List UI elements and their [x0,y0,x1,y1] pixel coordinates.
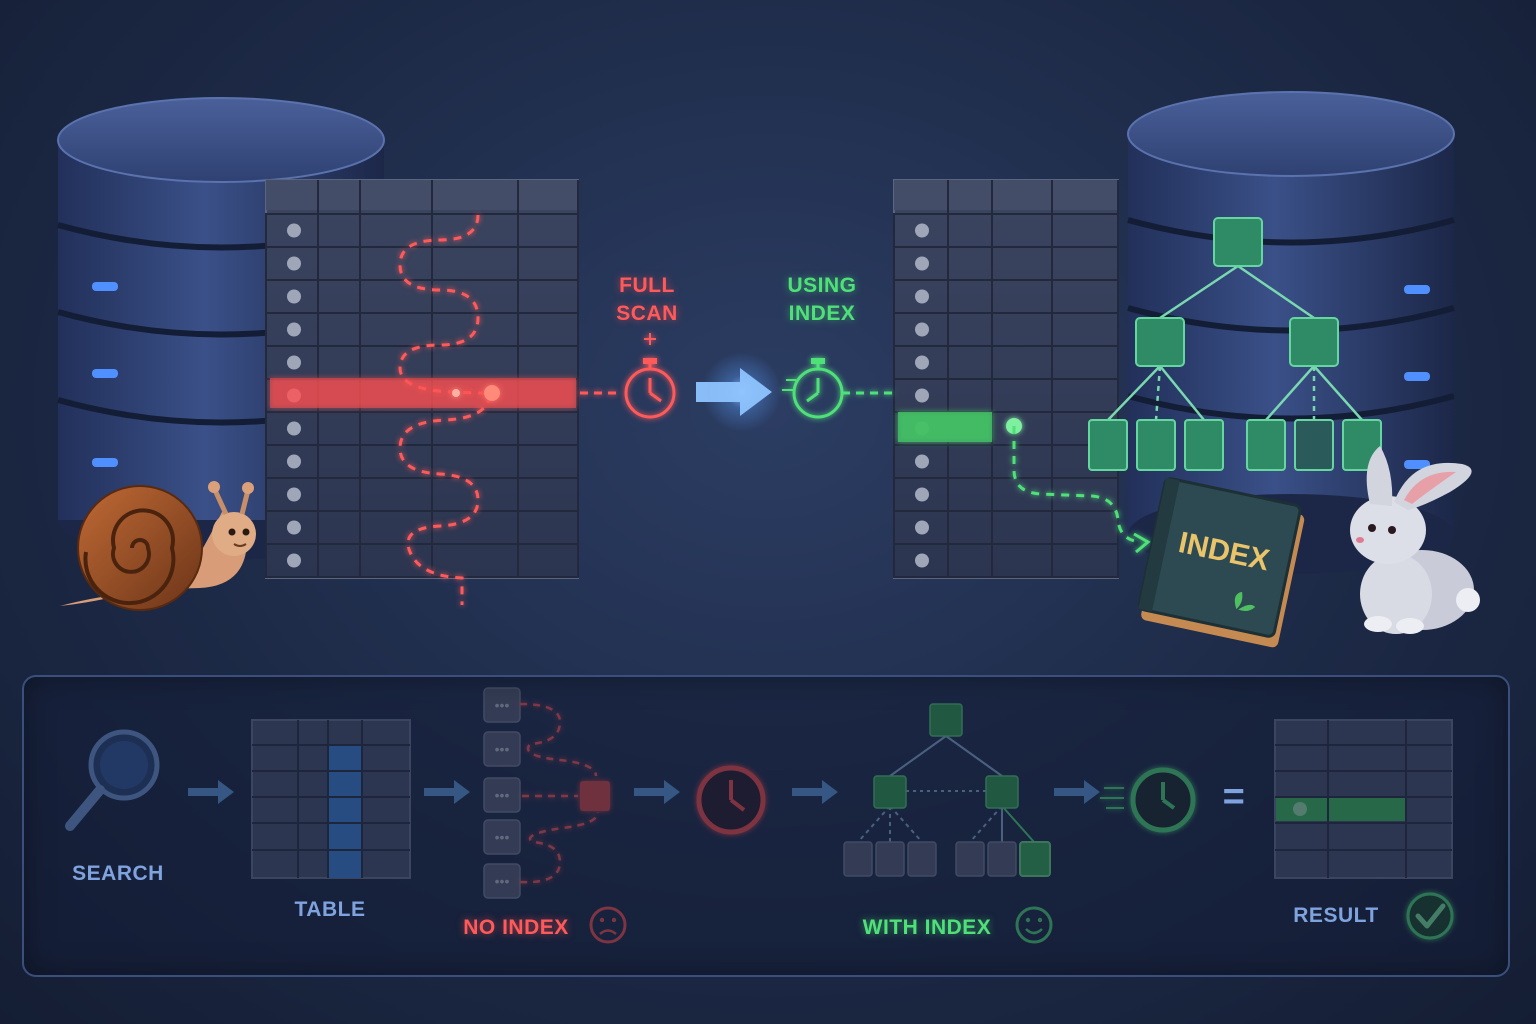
full-scan-label-line1: FULL [619,274,675,297]
row-dot [915,454,929,469]
using-index-label: USING INDEX [772,272,872,328]
rabbit-icon [1350,446,1480,634]
full-scan-path [270,214,620,605]
row-dot [287,454,301,469]
row-dot [287,520,301,535]
row-dot [287,487,301,502]
row-dot [287,553,301,568]
row-dot [287,223,301,238]
row-dot [287,256,301,271]
row-dot [915,487,929,502]
snail-icon [60,481,256,611]
result-label: RESULT [1293,904,1379,927]
row-dot [287,421,301,436]
full-scan-label: FULL SCAN [600,272,694,328]
row-dot [287,355,301,370]
index-lookup-path [842,391,1151,554]
row-dot [915,553,929,568]
process-flow-panel [22,675,1510,977]
with-index-label: WITH INDEX [862,916,992,939]
using-index-label-line2: INDEX [788,302,856,325]
row-dot [287,289,301,304]
full-scan-label-line2: SCAN [616,302,678,325]
row-dot [915,520,929,535]
table-label: TABLE [294,898,366,921]
row-dot [915,289,929,304]
row-dot [915,223,929,238]
row-dot [915,256,929,271]
row-dot [915,355,929,370]
row-dot [915,322,929,337]
row-dot [287,322,301,337]
row-dot [915,388,929,403]
using-index-label-line1: USING [787,274,857,297]
tree-icon-index [1088,217,1382,471]
no-index-label: NO INDEX [463,916,569,939]
search-label: SEARCH [72,862,164,885]
equals-sign: = [1222,776,1246,818]
stopwatch-icon-fast [782,358,844,419]
table-grid-using-index [893,179,1119,579]
index-book-icon: INDEX [1137,477,1305,648]
stopwatch-icon-slow [624,333,676,419]
forward-arrow-icon [696,352,782,432]
